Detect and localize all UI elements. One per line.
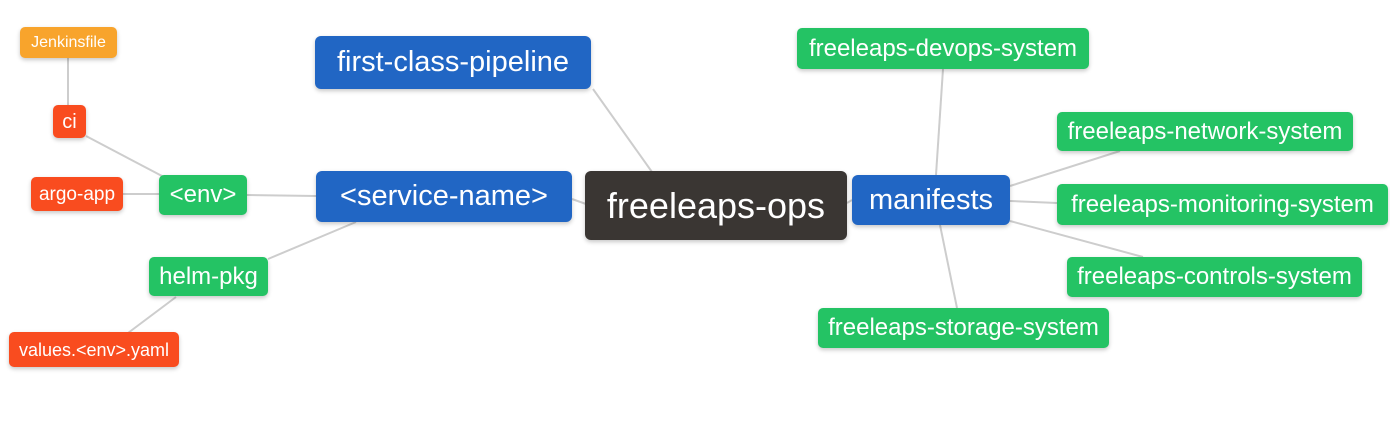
node-freeleaps-monitoring-system[interactable]: freeleaps-monitoring-system [1057,184,1388,225]
node-argo-app[interactable]: argo-app [31,177,123,211]
node-manifests[interactable]: manifests [852,175,1010,225]
node-freeleaps-devops-system[interactable]: freeleaps-devops-system [797,28,1089,69]
edge-helm-pkg-service-name [267,221,357,260]
node-freeleaps-storage-system[interactable]: freeleaps-storage-system [818,308,1109,348]
node-freeleaps-ops-root[interactable]: freeleaps-ops [585,171,847,240]
node-helm-pkg[interactable]: helm-pkg [149,257,268,296]
node-ci[interactable]: ci [53,105,86,138]
edge-ci-env [85,135,163,177]
node-freeleaps-controls-system[interactable]: freeleaps-controls-system [1067,257,1362,297]
node-freeleaps-network-system[interactable]: freeleaps-network-system [1057,112,1353,151]
node-jenkinsfile[interactable]: Jenkinsfile [20,27,117,58]
edge-values-helm-pkg [127,296,177,334]
edge-service-name-root [571,198,587,205]
node-first-class-pipeline[interactable]: first-class-pipeline [315,36,591,89]
edge-pipeline-root [592,88,653,173]
edge-manifests-storage-system [939,224,958,309]
node-env[interactable]: <env> [159,175,247,215]
edge-env-service-name [246,194,317,197]
edge-manifests-monitoring-system [1009,200,1058,204]
edge-root-manifests [846,199,853,204]
edge-manifests-controls-system [1009,220,1144,258]
node-values-env-yaml[interactable]: values.<env>.yaml [9,332,179,367]
node-service-name[interactable]: <service-name> [316,171,572,222]
edge-manifests-network-system [1009,150,1121,187]
edge-manifests-devops-system [935,68,944,176]
